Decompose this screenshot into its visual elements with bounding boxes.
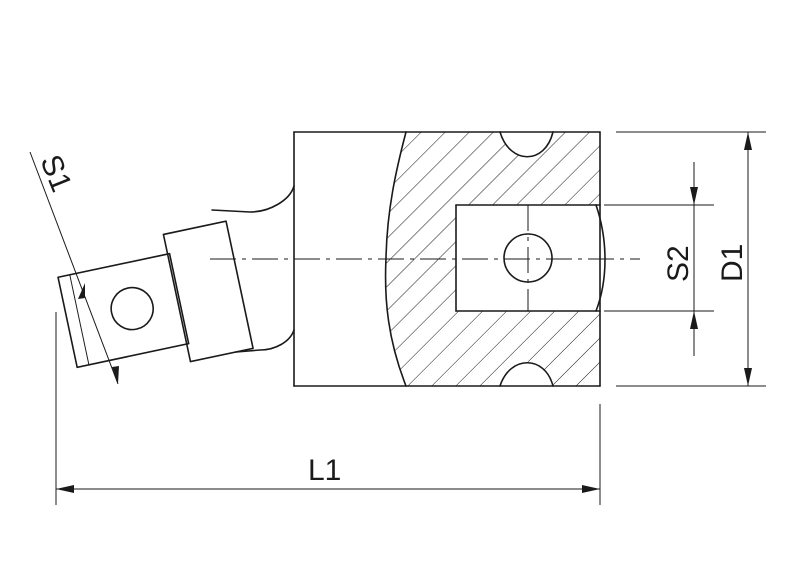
joint-neck — [211, 185, 295, 353]
dimension-s2 — [690, 162, 698, 356]
extension-lines — [29, 131, 766, 505]
dimension-s1 — [78, 283, 119, 384]
dimension-d1 — [744, 132, 752, 386]
label-s1: S1 — [34, 150, 78, 196]
dimension-l1 — [56, 485, 600, 493]
label-s2: S2 — [662, 245, 695, 282]
tilted-square-drive — [57, 220, 254, 369]
section-hatching — [385, 132, 600, 386]
label-l1: L1 — [308, 454, 341, 487]
label-d1: D1 — [716, 244, 749, 282]
